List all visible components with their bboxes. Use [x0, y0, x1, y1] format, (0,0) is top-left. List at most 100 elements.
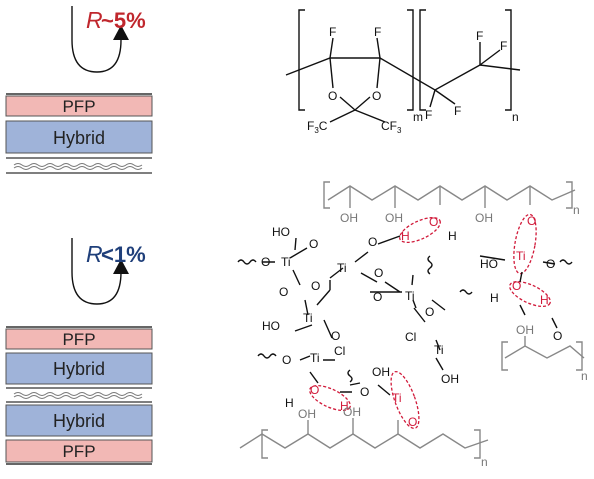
atom-ho-2: HO: [262, 319, 280, 333]
hb-atom-o-bottom: O: [408, 415, 417, 429]
pfp-f3c-group: F3C: [307, 119, 328, 135]
atom-cl-1: Cl: [405, 330, 416, 344]
pva-bottom-sub-n: n: [481, 455, 488, 469]
atom-oh-ti5: OH: [441, 372, 459, 386]
pfp-subscript-n: n: [512, 110, 519, 124]
top-reflectance-value: ~5%: [101, 8, 146, 33]
atom-o-11: O: [360, 385, 369, 399]
atom-o-7: O: [331, 329, 340, 343]
atom-o-10: O: [282, 353, 291, 367]
pva-top-oh-3: OH: [475, 211, 493, 225]
atom-h-bottom: H: [285, 396, 294, 410]
pfp-cf3-bonds: [329, 109, 386, 123]
bottom-reflectance-symbol: R: [86, 241, 103, 267]
hbond-ellipse-top-left: [399, 216, 441, 244]
hb-atom-o-top: O: [429, 215, 438, 229]
top-pfp-layer: [5, 95, 153, 117]
pva-top-oh-2: OH: [385, 211, 403, 225]
top-hybrid-label: Hybrid: [53, 128, 105, 148]
hb-atom-o-right-low: O: [512, 279, 521, 293]
hb-atom-h-bottom-left: H: [340, 399, 349, 413]
bottom-hybrid-layer-1: [5, 352, 153, 385]
pva-bracket-top-right: [566, 181, 573, 209]
pva-bottom-oh-1: OH: [298, 407, 316, 421]
atom-oh-bottom: OH: [372, 365, 390, 379]
hb-atom-ti-bottom: Ti: [392, 391, 402, 405]
top-hybrid-layer: [5, 120, 153, 154]
pva-fragment-right-bracket-l: [501, 341, 508, 371]
atom-o-9: O: [425, 305, 434, 319]
pfp-bracket-m-left: [298, 9, 305, 111]
bottom-layer-label-1: PFP: [62, 330, 95, 349]
atom-h-top-network: H: [448, 229, 457, 243]
pva-top-sub-n: n: [573, 203, 580, 217]
atom-ho-right: HO: [480, 257, 498, 271]
atom-o-2: O: [309, 237, 318, 251]
pfp-bracket-n-right: [505, 9, 512, 111]
bottom-arrowhead: [113, 259, 129, 274]
bottom-hybrid-layer-2: [5, 404, 153, 437]
pva-top-oh-bonds: [349, 186, 531, 208]
pfp-atom-f3: F: [476, 29, 483, 43]
bottom-pfp-layer-2: [5, 439, 153, 463]
atom-ti-1: Ti: [281, 255, 291, 269]
atom-o-8: O: [373, 290, 382, 304]
bottom-layer-label-3: Hybrid: [53, 411, 105, 431]
top-reflection-arrow: [71, 6, 122, 73]
top-substrate-wave: [13, 163, 143, 170]
atom-ti-2: Ti: [337, 261, 347, 275]
atom-o-left: O: [261, 255, 270, 269]
top-pfp-label: PFP: [62, 97, 95, 116]
top-film-stack: R ~5% PFP Hybrid: [5, 6, 153, 174]
bottom-pfp-layer-1: [5, 328, 153, 350]
pva-bottom-oh-bonds: [307, 418, 399, 434]
pfp-bracket-n-left: [419, 9, 426, 111]
pfp-bracket-m-right: [407, 9, 414, 111]
bottom-reflectance-value: <1%: [101, 242, 146, 267]
pfp-atom-o1: O: [328, 89, 337, 103]
hb-atom-h-right-low: H: [540, 293, 549, 307]
bottom-layer-label-4: PFP: [62, 442, 95, 461]
hbond-ellipse-top-right-vertical: [513, 213, 537, 275]
bottom-reflection-arrow: [71, 238, 122, 305]
pva-bracket-bottom-left: [261, 429, 268, 459]
pfp-chemical-structure: F F O O F3C CF3 m F F F F n: [285, 9, 521, 135]
hb-atom-o-right-top: O: [527, 214, 536, 228]
hbond-ellipse-right-lower: [509, 280, 551, 308]
pva-top-oh-1: OH: [340, 211, 358, 225]
wavy-bond-ends: [237, 255, 573, 383]
pfp-backbone: [285, 57, 521, 91]
bottom-substrate-wave: [13, 392, 143, 399]
atom-ti-3: Ti: [303, 311, 313, 325]
atom-ti-4: Ti: [405, 289, 415, 303]
pva-fragment-right-oh-label: OH: [516, 323, 534, 337]
atom-ho-1: HO: [272, 225, 290, 239]
pva-fragment-right-sub-n: n: [581, 369, 588, 383]
pva-backbone-bottom: [239, 433, 489, 449]
hb-atom-o-bottom-left: O: [310, 383, 319, 397]
pfp-atom-f1: F: [329, 25, 336, 39]
atom-ti-5: Ti: [434, 343, 444, 357]
pva-fragment-right: [504, 345, 585, 359]
bottom-layer-label-2: Hybrid: [53, 359, 105, 379]
pfp-atom-f4: F: [500, 39, 507, 53]
pva-backbone-top: [327, 185, 576, 201]
top-reflectance-symbol: R: [86, 7, 103, 33]
pva-bottom-oh-2: OH: [343, 405, 361, 419]
pfp-atom-f6: F: [454, 104, 461, 118]
atom-o-right: O: [546, 257, 555, 271]
atom-o-6: O: [374, 266, 383, 280]
pva-fragment-right-bracket-r: [576, 341, 583, 371]
hbond-ellipse-bottom-vertical: [390, 370, 420, 430]
atom-o-pva-right: O: [553, 329, 562, 343]
hbond-ellipse-bottom-left: [309, 384, 351, 412]
atom-ti-6: Ti: [310, 351, 320, 365]
atom-o-4: O: [279, 285, 288, 299]
hybrid-chemical-structure: OH OH OH n O H O Ti O H O H Ti O O Ti HO…: [237, 181, 588, 469]
hb-atom-ti-right: Ti: [516, 249, 526, 263]
atom-h-right: H: [490, 291, 499, 305]
pfp-atom-f2: F: [374, 25, 381, 39]
pfp-atom-o2: O: [372, 89, 381, 103]
top-arrowhead: [113, 25, 129, 40]
